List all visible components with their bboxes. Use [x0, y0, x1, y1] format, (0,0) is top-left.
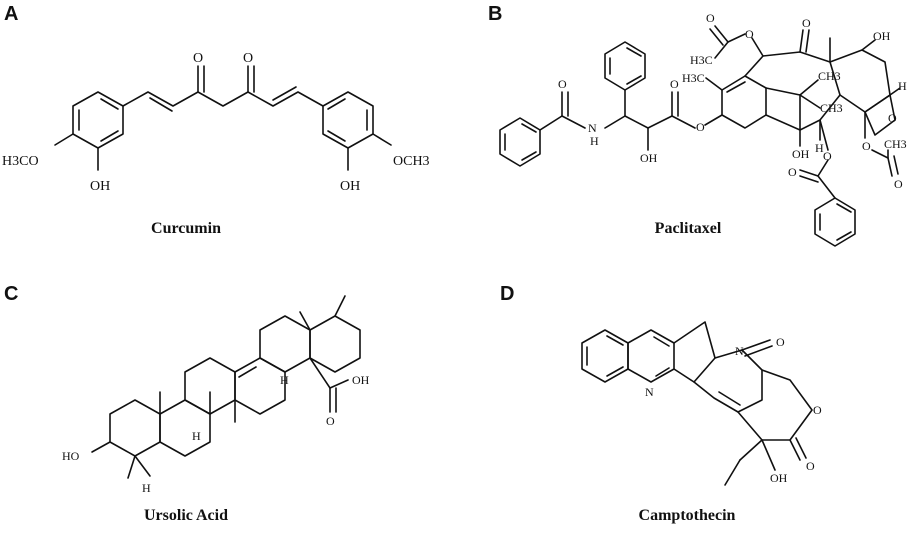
ptx-o-ac2-link: O — [862, 139, 871, 153]
ursolic-h-c: H — [280, 373, 289, 387]
cpt-n2: N — [735, 344, 744, 358]
ptx-h2: H — [898, 79, 907, 93]
cpt-o1: O — [776, 335, 785, 349]
ptx-ch3-a: CH3 — [818, 69, 841, 83]
ptx-oh-mid: OH — [792, 147, 810, 161]
cpt-o3: O — [806, 459, 815, 473]
curcumin-oh-right: OH — [340, 179, 360, 194]
ptx-o-ring: O — [888, 111, 897, 125]
ptx-o-ac2: O — [894, 177, 903, 191]
caption-camptothecin: Camptothecin — [639, 507, 736, 524]
curcumin-o1: O — [193, 51, 203, 66]
ursolic-h-b: H — [142, 481, 151, 495]
panel-letter-d: D — [500, 283, 514, 305]
panel-d: D N N — [500, 283, 822, 524]
curcumin-oh-left: OH — [90, 179, 110, 194]
caption-curcumin: Curcumin — [151, 220, 221, 237]
ptx-o-ester-link: O — [696, 120, 705, 134]
ptx-h3c: H3C — [682, 71, 705, 85]
ptx-oh-side: OH — [640, 151, 658, 165]
panel-a: A O O H3C — [2, 3, 430, 237]
ursolic-h-a: H — [192, 429, 201, 443]
ptx-o-ac1: O — [706, 11, 715, 25]
ursolic-ho: HO — [62, 449, 80, 463]
panel-letter-c: C — [4, 283, 18, 305]
panel-b: B — [488, 3, 907, 247]
caption-ursolic-acid: Ursolic Acid — [144, 507, 228, 524]
ptx-o-bz-link: O — [823, 149, 832, 163]
paclitaxel-structure — [499, 25, 901, 247]
curcumin-ome-left: H3CO — [2, 154, 39, 169]
ptx-h1: H — [815, 141, 824, 155]
ptx-nh: N — [588, 121, 597, 135]
ptx-o-ester: O — [670, 77, 679, 91]
panel-c: C — [4, 283, 370, 524]
panel-letter-b: B — [488, 3, 502, 25]
ptx-oh-top: OH — [873, 29, 891, 43]
cpt-n1: N — [645, 385, 654, 399]
curcumin-o2: O — [243, 51, 253, 66]
ursolic-acid-structure — [91, 295, 361, 479]
ursolic-oh: OH — [352, 373, 370, 387]
ptx-ac2-ch3: CH3 — [884, 137, 907, 151]
camptothecin-structure — [581, 321, 813, 486]
curcumin-structure — [54, 65, 392, 171]
ptx-ac1-ch3: H3C — [690, 53, 713, 67]
ptx-o-ac1-link: O — [745, 27, 754, 41]
panel-letter-a: A — [4, 3, 18, 25]
ptx-o-ketone: O — [802, 16, 811, 30]
caption-paclitaxel: Paclitaxel — [655, 220, 722, 237]
curcumin-ome-right: OCH3 — [393, 154, 430, 169]
cpt-o2: O — [813, 403, 822, 417]
ursolic-o: O — [326, 414, 335, 428]
cpt-oh: OH — [770, 471, 788, 485]
ptx-ch3-b: CH3 — [820, 101, 843, 115]
ptx-o-bz: O — [788, 165, 797, 179]
ptx-o-amide: O — [558, 77, 567, 91]
ptx-nh-h: H — [590, 134, 599, 148]
